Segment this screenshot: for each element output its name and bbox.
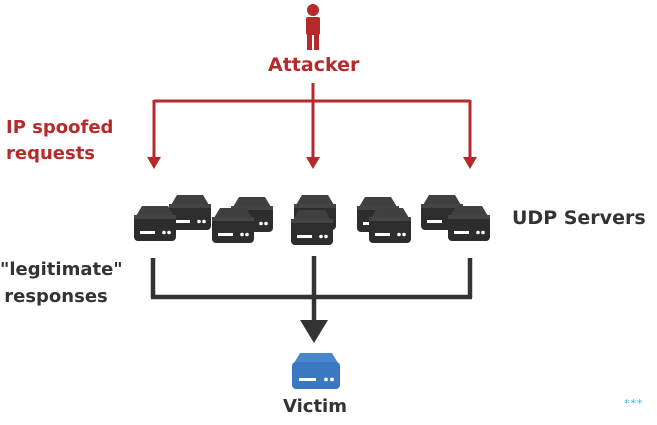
response-arrowhead — [300, 320, 328, 343]
spoofed-requests-line1: IP spoofed — [6, 117, 114, 138]
server-icon — [291, 210, 333, 245]
attacker-person-icon — [306, 4, 320, 50]
server-icon — [448, 206, 490, 241]
corner-mark: *** — [624, 397, 644, 410]
udp-servers-label: UDP Servers — [512, 207, 646, 229]
legitimate-responses-line2: responses — [4, 286, 108, 307]
legitimate-responses-line1: "legitimate" — [0, 259, 123, 280]
legitimate-responses-label: "legitimate" responses — [0, 256, 123, 310]
attack-arrowhead-left — [147, 157, 161, 169]
attack-arrowhead-center — [306, 157, 320, 169]
attacker-label: Attacker — [268, 54, 360, 76]
server-icon — [369, 208, 411, 243]
server-icon — [134, 206, 176, 241]
response-arrows — [150, 256, 473, 322]
server-icon — [212, 208, 254, 243]
udp-server-icons — [134, 195, 490, 245]
attack-arrows — [152, 83, 472, 158]
attack-arrowhead-right — [463, 157, 477, 169]
victim-server-icon — [292, 353, 340, 389]
spoofed-requests-label: IP spoofed requests — [6, 115, 113, 167]
spoofed-requests-line2: requests — [6, 143, 96, 164]
victim-label: Victim — [283, 396, 347, 417]
